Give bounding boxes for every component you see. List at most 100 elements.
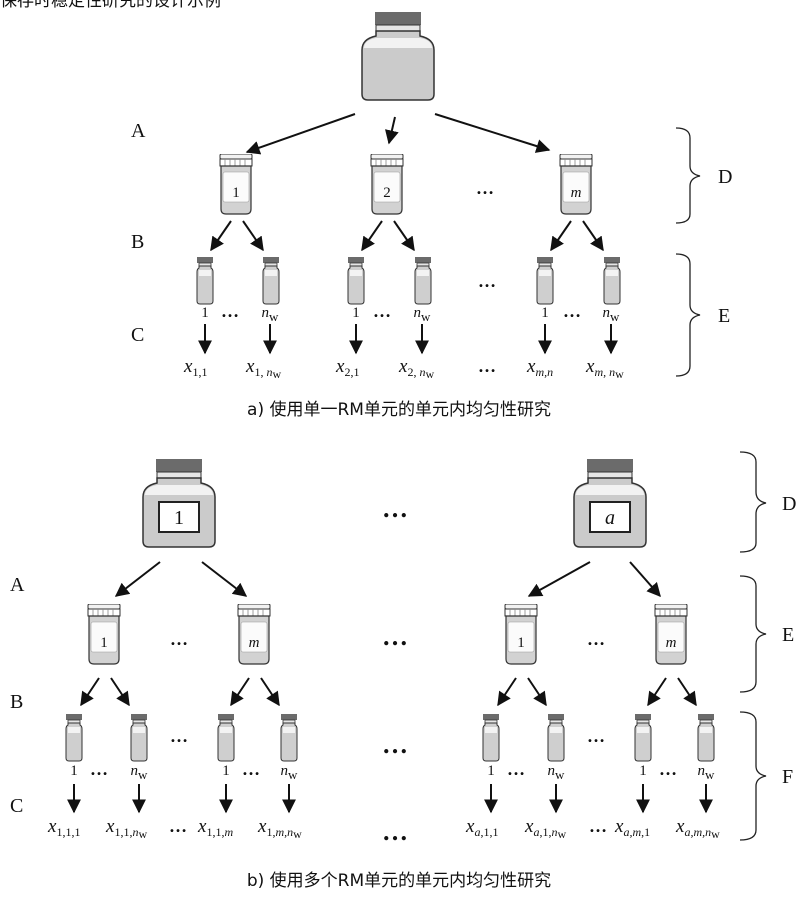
- big-unit-label: 1: [174, 507, 184, 529]
- brace-label-d: D: [718, 166, 732, 188]
- unit-label: m: [666, 635, 677, 651]
- arrow: [210, 220, 232, 252]
- part-b: 1 … a A B C 1 … m … 1 … m: [10, 451, 796, 891]
- unit-jar-icon: [237, 604, 271, 665]
- ellipsis: …: [382, 622, 408, 651]
- ellipsis: …: [242, 759, 260, 779]
- result-label: xa,1,nw: [524, 816, 566, 841]
- subunit-label: nw: [414, 305, 432, 324]
- ellipsis: …: [587, 629, 605, 649]
- subunit-label: nw: [131, 763, 149, 782]
- result-label: x1,1: [183, 356, 207, 379]
- unit-label: m: [571, 185, 582, 201]
- result-label: x2,1: [335, 356, 359, 379]
- arrow: [434, 113, 551, 153]
- brace-f: [739, 711, 767, 841]
- vial-icon: [603, 257, 621, 305]
- brace-d: [739, 451, 767, 553]
- bottle-label-box: [158, 501, 200, 533]
- result-label: x2, nw: [398, 356, 434, 381]
- subunit-label: 1: [70, 763, 78, 779]
- subunit-label: 1: [222, 763, 230, 779]
- caption-b: b) 使用多个RM单元的单元内均匀性研究: [247, 870, 551, 891]
- arrow: [114, 561, 161, 597]
- ellipsis: …: [170, 629, 188, 649]
- vial-icon: [482, 714, 500, 762]
- arrow: [260, 677, 280, 707]
- brace-label-d: D: [782, 493, 796, 515]
- ellipsis: …: [373, 301, 391, 321]
- vial-icon: [697, 714, 715, 762]
- arrow: [497, 677, 517, 707]
- arrow: [582, 220, 604, 252]
- result-label: xa,m,nw: [675, 816, 720, 841]
- unit-label: 1: [232, 185, 240, 201]
- ellipsis: …: [382, 494, 408, 523]
- subunit-label: 1: [639, 763, 647, 779]
- bottle-label-box: [589, 501, 631, 533]
- unit-jar-icon: [219, 154, 253, 215]
- result-label: x1,1,m: [197, 816, 233, 839]
- arrow: [80, 677, 100, 707]
- unit-jar-icon: [654, 604, 688, 665]
- level-label-c: C: [131, 324, 144, 346]
- brace-label-e: E: [782, 624, 794, 646]
- subunit-label: 1: [487, 763, 495, 779]
- result-label: x1,m,nw: [257, 816, 302, 841]
- result-label: xm,n: [526, 356, 553, 379]
- ellipsis: …: [507, 759, 525, 779]
- brace-label-f: F: [782, 766, 793, 788]
- level-label-b: B: [131, 231, 144, 253]
- result-label: x1,1,1: [47, 816, 80, 839]
- unit-jar-icon: [559, 154, 593, 215]
- arrow: [527, 677, 547, 707]
- arrow: [230, 677, 250, 707]
- result-label: x1, nw: [245, 356, 281, 381]
- arrow: [245, 113, 356, 155]
- result-label: xm, nw: [585, 356, 624, 381]
- unit-label: m: [249, 635, 260, 651]
- arrow: [385, 116, 399, 145]
- arrow: [647, 677, 667, 707]
- ellipsis: …: [478, 271, 496, 291]
- ellipsis: …: [563, 301, 581, 321]
- arrow: [550, 220, 572, 252]
- brace-label-e: E: [718, 305, 730, 327]
- caption-a: a) 使用单一RM单元的单元内均匀性研究: [247, 399, 551, 420]
- unit-jar-icon: [504, 604, 538, 665]
- subunit-label: nw: [262, 305, 280, 324]
- vial-icon: [130, 714, 148, 762]
- ellipsis: …: [382, 730, 408, 759]
- vial-icon: [414, 257, 432, 305]
- unit-label: 1: [517, 635, 525, 651]
- arrow: [629, 561, 661, 598]
- ellipsis: …: [169, 816, 187, 836]
- result-label: xa,1,1: [465, 816, 498, 839]
- level-label-a: A: [131, 120, 146, 142]
- vial-icon: [65, 714, 83, 762]
- vial-icon: [262, 257, 280, 305]
- arrow: [201, 561, 248, 597]
- arrow: [393, 220, 415, 252]
- brace-e: [675, 253, 701, 377]
- ellipsis: …: [589, 816, 607, 836]
- ellipsis: …: [382, 817, 408, 846]
- header-fragment: 保存时稳定性研究的设计示例: [0, 0, 221, 11]
- ellipsis: …: [587, 726, 605, 746]
- result-label: xa,m,1: [614, 816, 650, 839]
- stock-bottle-icon: [361, 12, 435, 101]
- arrow: [242, 220, 264, 252]
- subunit-label: nw: [281, 763, 299, 782]
- level-label-c: C: [10, 795, 23, 817]
- big-unit-label: a: [605, 507, 615, 529]
- subunit-label: 1: [541, 305, 549, 321]
- result-label: x1,1,nw: [105, 816, 147, 841]
- vial-icon: [280, 714, 298, 762]
- ellipsis: …: [476, 178, 494, 198]
- vial-icon: [536, 257, 554, 305]
- vial-icon: [217, 714, 235, 762]
- subunit-label: 1: [352, 305, 360, 321]
- unit-jar-icon: [87, 604, 121, 665]
- arrow: [527, 561, 591, 597]
